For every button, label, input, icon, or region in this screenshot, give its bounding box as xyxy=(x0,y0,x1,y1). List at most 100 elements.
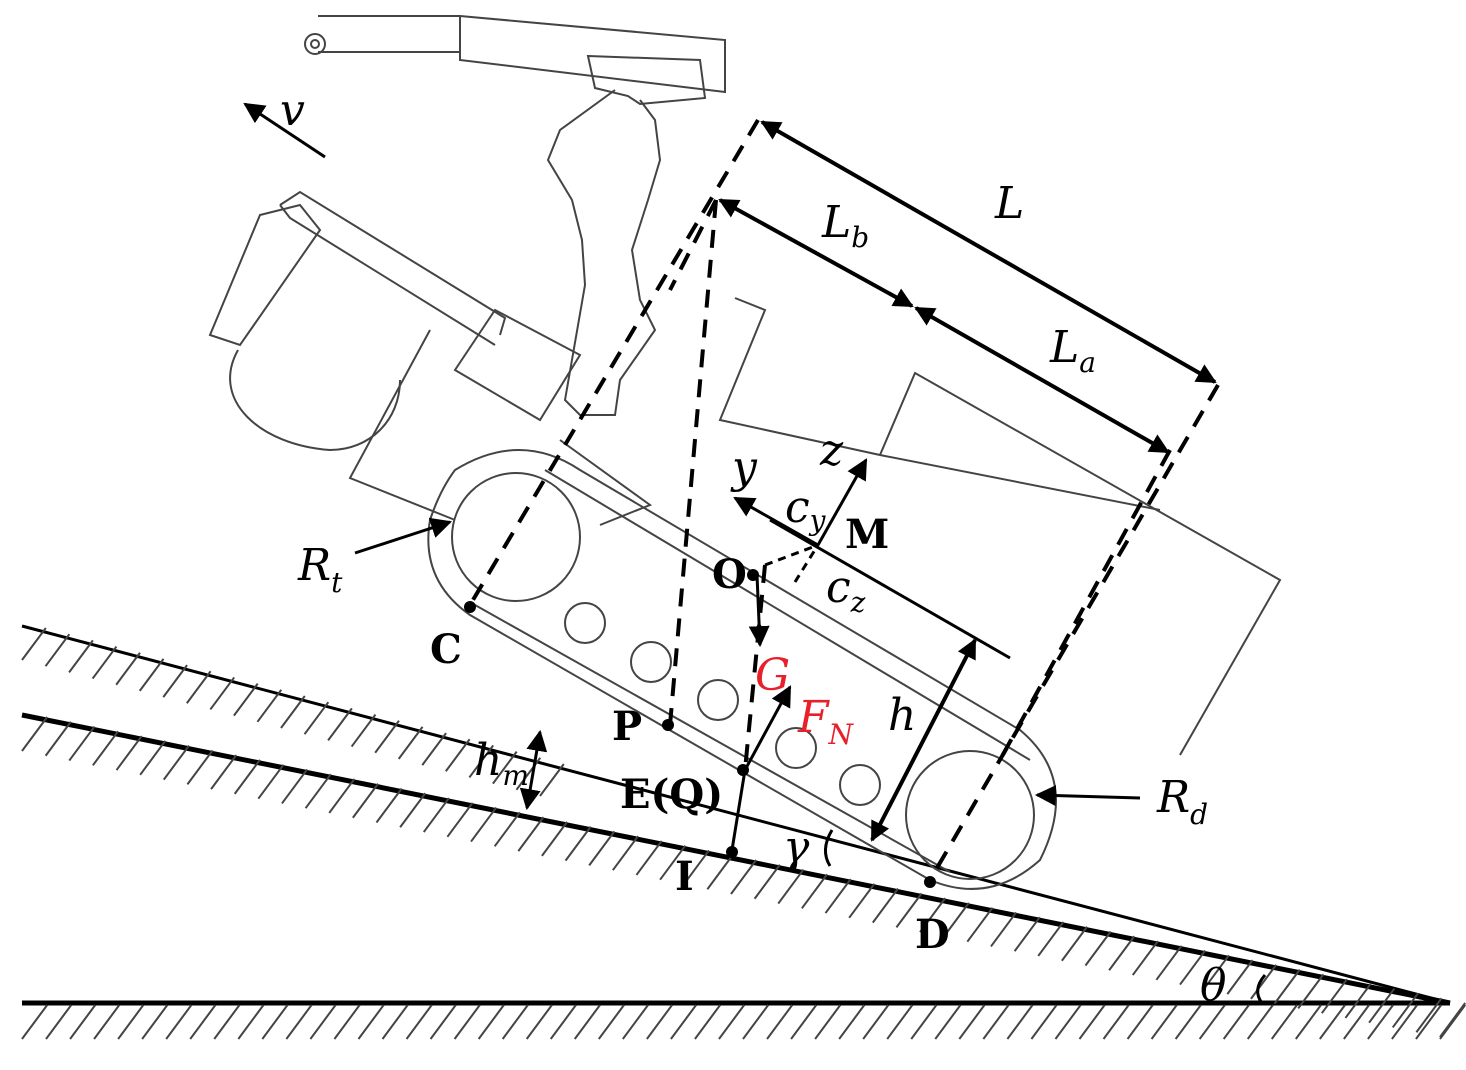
hatch-mark xyxy=(280,695,306,729)
hatch-mark xyxy=(21,1004,49,1040)
theta-label: θ xyxy=(1200,960,1227,1011)
hatch-mark xyxy=(256,689,283,723)
hatch-mark xyxy=(304,773,332,809)
velocity-label: v xyxy=(280,85,305,136)
hatch-mark xyxy=(421,732,447,766)
hatch-mark xyxy=(186,670,212,704)
hatch-mark xyxy=(422,797,450,833)
hatch-mark xyxy=(730,859,758,895)
hatch-mark xyxy=(375,787,403,824)
hatch-mark xyxy=(1415,997,1443,1033)
hatch-mark xyxy=(1391,992,1419,1029)
point-C-label: C xyxy=(430,626,462,673)
hatch-mark xyxy=(564,826,592,862)
rear-idler-wheel xyxy=(451,472,581,602)
hatch-mark xyxy=(350,713,377,748)
hatch-mark xyxy=(399,792,427,828)
hatch-mark xyxy=(233,683,259,717)
gravity-label: G xyxy=(755,650,790,701)
hatch-mark xyxy=(1391,1004,1418,1040)
hatch-mark xyxy=(539,763,565,797)
gravity-arrow xyxy=(748,574,770,648)
hatch-mark xyxy=(44,721,72,757)
hatch-mark xyxy=(209,676,235,711)
hatch-mark xyxy=(93,1004,121,1040)
hatch-mark xyxy=(966,907,994,943)
hatch-mark xyxy=(1273,969,1301,1005)
hatch-mark xyxy=(429,1004,457,1040)
hatch-mark xyxy=(646,1004,673,1040)
hatch-mark xyxy=(333,1004,361,1040)
hatch-mark xyxy=(91,645,118,680)
hatch-mark xyxy=(445,738,471,772)
hatch-mark xyxy=(92,730,119,766)
hatch-mark xyxy=(895,892,923,928)
hatch-mark xyxy=(622,1004,649,1040)
length-Lb-label: Lb xyxy=(821,197,869,254)
velocity-arrow xyxy=(243,102,326,159)
hatch-mark xyxy=(777,868,805,905)
hatch-mark xyxy=(165,1004,193,1040)
hatch-mark xyxy=(1297,973,1325,1009)
hatch-mark xyxy=(162,745,190,781)
hatch-mark xyxy=(477,1004,505,1040)
horizontal-ground xyxy=(21,1000,1466,1040)
hatch-mark xyxy=(501,1004,529,1040)
hatch-mark xyxy=(453,1004,481,1040)
hatch-mark xyxy=(706,854,734,890)
height-h-label: h xyxy=(888,690,916,741)
hatch-mark xyxy=(21,716,49,752)
road-wheel xyxy=(564,602,606,644)
hatch-mark xyxy=(886,1004,914,1040)
hatch-mark xyxy=(115,652,141,686)
hatch-mark xyxy=(525,1004,553,1040)
hatch-mark xyxy=(1319,1004,1346,1040)
hatch-mark xyxy=(261,1004,289,1040)
dimension-La xyxy=(914,306,1170,454)
hatch-mark xyxy=(470,806,498,843)
y-axis-arrow xyxy=(733,496,819,547)
hatch-mark xyxy=(44,633,71,667)
track-reference-line xyxy=(769,518,1011,660)
hatch-mark xyxy=(1174,1004,1202,1040)
hatch-mark xyxy=(357,1004,385,1040)
gamma-angle-arc xyxy=(824,829,834,867)
hatch-mark xyxy=(910,1004,938,1040)
hatch-mark xyxy=(233,759,261,795)
hatch-mark xyxy=(942,902,970,938)
road-wheel xyxy=(697,679,739,721)
hatch-mark xyxy=(1321,978,1348,1014)
hatch-mark xyxy=(848,883,876,919)
normal-force-label: FN xyxy=(797,692,855,751)
hatch-mark xyxy=(1198,1004,1226,1040)
hatch-mark xyxy=(871,888,899,924)
hatch-mark xyxy=(934,1004,962,1040)
point-D-label: D xyxy=(915,911,950,958)
hatch-mark xyxy=(541,821,568,857)
dimension-h xyxy=(870,638,977,842)
hatch-mark xyxy=(1126,1004,1154,1040)
hatch-mark xyxy=(189,1004,217,1040)
hatch-mark xyxy=(68,725,96,762)
hatch-mark xyxy=(958,1004,986,1040)
dimension-hm xyxy=(519,729,548,811)
hatch-mark xyxy=(374,720,400,754)
body-axes xyxy=(733,458,1011,660)
hatch-mark xyxy=(549,1004,577,1040)
hatch-mark xyxy=(1155,945,1183,981)
hatch-mark xyxy=(1343,1004,1370,1040)
hatch-mark xyxy=(588,830,616,866)
hatch-mark xyxy=(1222,1004,1250,1040)
hatch-mark xyxy=(814,1004,842,1040)
hatch-mark xyxy=(1246,1004,1274,1040)
hatch-mark xyxy=(381,1004,409,1040)
hatch-mark xyxy=(1179,949,1207,986)
hatch-mark xyxy=(1102,1004,1130,1040)
hatch-mark xyxy=(1078,1004,1106,1040)
hatch-mark xyxy=(257,764,285,800)
hatch-mark xyxy=(303,701,330,735)
point-P-label: P xyxy=(612,703,642,750)
dimension-arrows xyxy=(519,120,1217,842)
hatch-mark xyxy=(492,751,518,785)
